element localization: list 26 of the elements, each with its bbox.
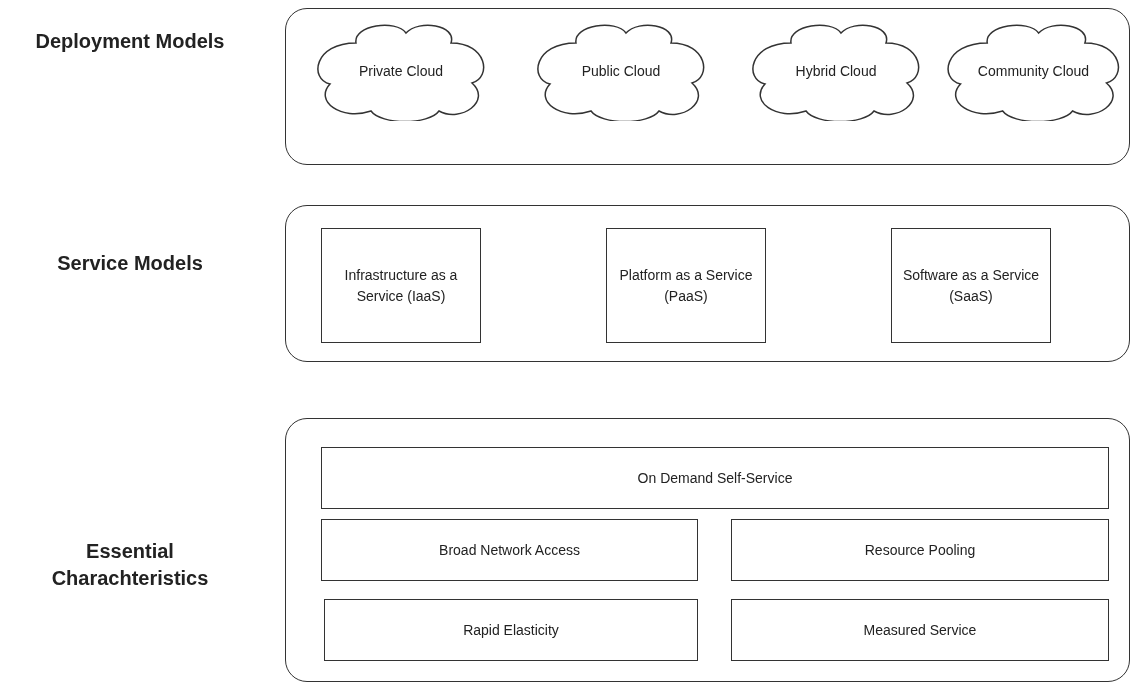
node-label: Measured Service: [862, 620, 978, 640]
process-box: [891, 228, 1051, 343]
node-label: Platform as a Service (PaaS): [618, 265, 754, 306]
node-label: Rapid Elasticity: [462, 620, 560, 640]
process-box: [324, 599, 698, 661]
node-label: Community Cloud: [976, 61, 1091, 81]
section-heading: Essential Charachteristics: [50, 539, 210, 591]
process-box: [731, 519, 1109, 581]
node-label: Private Cloud: [357, 61, 444, 81]
node-label: On Demand Self-Service: [636, 468, 794, 488]
section-heading: Service Models: [56, 251, 204, 276]
node-label: Infrastructure as a Service (IaaS): [343, 265, 459, 306]
process-box: [321, 519, 698, 581]
node-label: Broad Network Access: [438, 540, 581, 560]
process-box: [321, 228, 481, 343]
process-box: [606, 228, 766, 343]
node-label: Resource Pooling: [863, 540, 977, 560]
node-label: Public Cloud: [580, 61, 662, 81]
node-label: Software as a Service (SaaS): [901, 265, 1041, 306]
process-box: [321, 447, 1109, 509]
node-label: Hybrid Cloud: [794, 61, 878, 81]
group-panel: [285, 205, 1130, 362]
group-panel: [285, 418, 1130, 682]
process-box: [731, 599, 1109, 661]
section-heading: Deployment Models: [35, 29, 225, 54]
group-panel: [285, 8, 1130, 165]
